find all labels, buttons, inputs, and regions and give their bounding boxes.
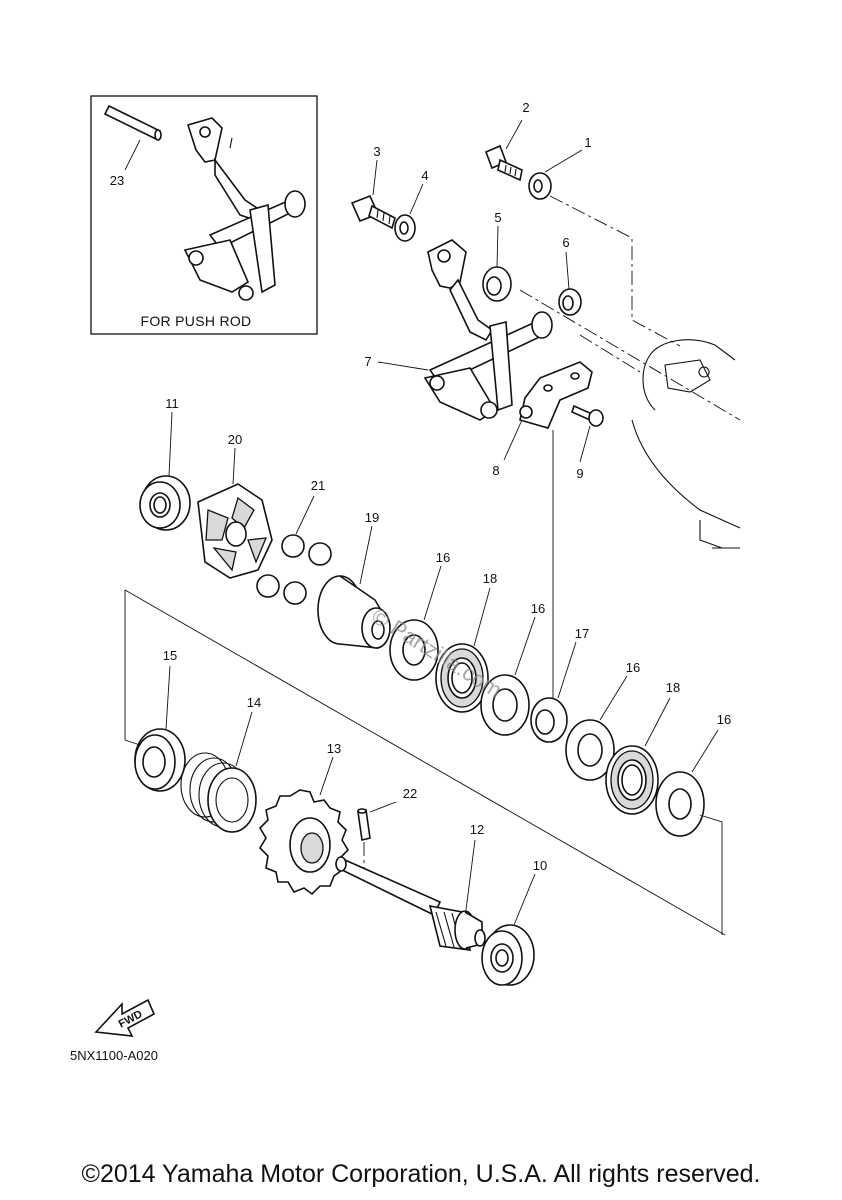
spring-14 (180, 752, 257, 833)
callout-13: 13 (327, 741, 341, 756)
callout-7: 7 (364, 354, 371, 369)
callout-20: 20 (228, 432, 242, 447)
bearing-10 (481, 924, 535, 986)
callout-22: 22 (403, 786, 417, 801)
callout-23: 23 (110, 173, 124, 188)
washer-16c (565, 719, 615, 781)
callout-5: 5 (494, 210, 501, 225)
callout-16b: 16 (531, 601, 545, 616)
callout-19: 19 (365, 510, 379, 525)
washer-16d (655, 771, 705, 837)
callout-21: 21 (311, 478, 325, 493)
callout-4: 4 (421, 168, 428, 183)
callout-16d: 16 (717, 712, 731, 727)
oil-seal-15 (134, 728, 186, 792)
lever-shaft-7 (423, 239, 553, 421)
bolt-3 (350, 194, 396, 230)
callout-16a: 16 (436, 550, 450, 565)
needle-bearing-18a (435, 643, 489, 713)
inset-label: FOR PUSH ROD (141, 313, 252, 329)
push-rod-part (103, 104, 162, 141)
kick-gear-13 (258, 789, 350, 896)
collar-5 (482, 266, 512, 302)
push-rod-inset: 23 FOR PUSH ROD (90, 95, 318, 335)
pin-22 (357, 808, 371, 841)
washer-16a (389, 619, 439, 681)
seal-6 (558, 288, 582, 316)
bolt-2 (484, 144, 523, 182)
crankcase-fragment (631, 339, 741, 549)
copyright-notice: ©2014 Yamaha Motor Corporation, U.S.A. A… (81, 1160, 761, 1188)
balls-21 (256, 534, 332, 605)
callout-3: 3 (373, 144, 380, 159)
callout-10: 10 (533, 858, 547, 873)
ratchet-19 (317, 575, 391, 649)
callout-1: 1 (584, 135, 591, 150)
screw-9 (571, 404, 604, 427)
bearing-11 (139, 475, 191, 531)
callout-9: 9 (576, 466, 583, 481)
callout-15: 15 (163, 648, 177, 663)
inset-lever-assembly (183, 117, 306, 301)
fwd-arrow-icon: FWD (94, 998, 156, 1037)
kick-shaft-12 (335, 856, 486, 951)
callout-18b: 18 (666, 680, 680, 695)
washer-1 (528, 172, 552, 200)
callout-14: 14 (247, 695, 261, 710)
callout-8: 8 (492, 463, 499, 478)
callout-2: 2 (522, 100, 529, 115)
diagram-code: 5NX1100-A020 (70, 1048, 158, 1063)
callout-16c: 16 (626, 660, 640, 675)
ratchet-guide-20 (197, 483, 273, 579)
callout-11: 11 (165, 396, 179, 411)
collar-17 (530, 697, 568, 743)
bracket-8 (519, 361, 593, 429)
callout-12: 12 (470, 822, 484, 837)
washer-4 (394, 214, 416, 242)
washer-16b (480, 674, 530, 736)
callout-6: 6 (562, 235, 569, 250)
needle-bearing-18b (605, 745, 659, 815)
callout-18a: 18 (483, 571, 497, 586)
callout-17: 17 (575, 626, 589, 641)
